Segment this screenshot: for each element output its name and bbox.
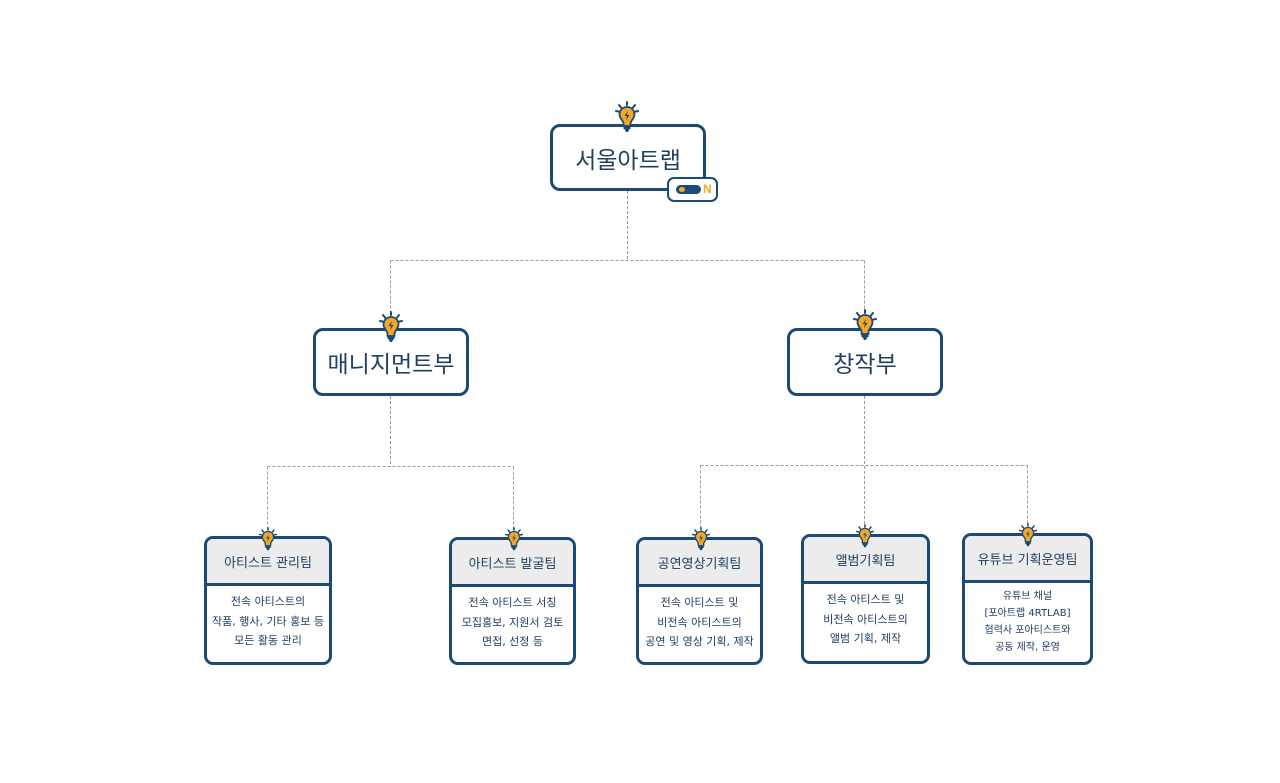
team-node-description: 전속 아티스트 및 비전속 아티스트의 공연 및 영상 기획, 제작: [639, 587, 760, 652]
description-line: 전속 아티스트 및: [826, 593, 905, 606]
team-node-artist-scouting[interactable]: 아티스트 발굴팀 전속 아티스트 서칭 모집홍보, 지원서 검토 면접, 선정 …: [449, 537, 576, 665]
team-node-description: 유튜브 채널 [포아트랩 4RTLAB] 협력사 포아티스트와 공동 제작, 운…: [965, 583, 1090, 656]
lightbulb-icon: [505, 527, 523, 551]
team-node-album-planning[interactable]: 앨범기획팀 전속 아티스트 및 비전속 아티스트의 앨범 기획, 제작: [801, 534, 930, 664]
team-node-description: 전속 아티스트 서칭 모집홍보, 지원서 검토 면접, 선정 등: [452, 587, 573, 652]
team-node-description: 전속 아티스트 및 비전속 아티스트의 앨범 기획, 제작: [804, 584, 927, 649]
description-line: 앨범 기획, 제작: [829, 632, 902, 645]
root-node-label: 서울아트랩: [575, 147, 681, 174]
description-line: [포아트랩 4RTLAB]: [984, 608, 1071, 619]
description-line: 전속 아티스트 서칭: [468, 596, 557, 609]
badge-letter: N: [703, 182, 712, 196]
lightbulb-icon: [379, 311, 403, 343]
description-line: 면접, 선정 등: [481, 635, 544, 648]
team-node-youtube-operations[interactable]: 유튜브 기획운영팀 유튜브 채널 [포아트랩 4RTLAB] 협력사 포아티스트…: [962, 533, 1093, 665]
lightbulb-icon: [856, 524, 874, 548]
description-line: 비전속 아티스트의: [657, 615, 742, 629]
description-line: 협력사 포아티스트와: [984, 625, 1071, 636]
dept-node-label: 매니지먼트부: [327, 352, 455, 378]
team-node-artist-management[interactable]: 아티스트 관리팀 전속 아티스트의 작품, 행사, 기타 홍보 등 모든 활동 …: [204, 536, 332, 665]
dept-node-management[interactable]: 매니지먼트부: [313, 328, 469, 396]
description-line: 전속 아티스트 및: [660, 596, 739, 609]
lightbulb-icon: [615, 101, 639, 133]
description-line: 모집홍보, 지원서 검토: [461, 615, 564, 629]
team-node-performance-video[interactable]: 공연영상기획팀 전속 아티스트 및 비전속 아티스트의 공연 및 영상 기획, …: [636, 537, 763, 665]
description-line: 공연 및 영상 기획, 제작: [645, 635, 754, 648]
lightbulb-icon: [853, 309, 877, 341]
description-line: 모든 활동 관리: [234, 634, 302, 647]
team-node-title: 공연영상기획팀: [639, 540, 760, 587]
description-line: 전속 아티스트의: [230, 595, 306, 608]
lightbulb-icon: [259, 527, 277, 551]
lightbulb-icon: [692, 527, 710, 551]
description-line: 공동 제작, 운영: [995, 642, 1060, 653]
description-line: 유튜브 채널: [1002, 591, 1053, 602]
description-line: 비전속 아티스트의: [823, 612, 908, 626]
team-node-description: 전속 아티스트의 작품, 행사, 기타 홍보 등 모든 활동 관리: [207, 586, 329, 651]
lightbulb-icon: [1019, 523, 1037, 547]
dept-node-label: 창작부: [833, 352, 897, 378]
toggle-icon: N: [667, 177, 718, 202]
description-line: 작품, 행사, 기타 홍보 등: [211, 614, 325, 628]
dept-node-creative[interactable]: 창작부: [787, 328, 943, 396]
